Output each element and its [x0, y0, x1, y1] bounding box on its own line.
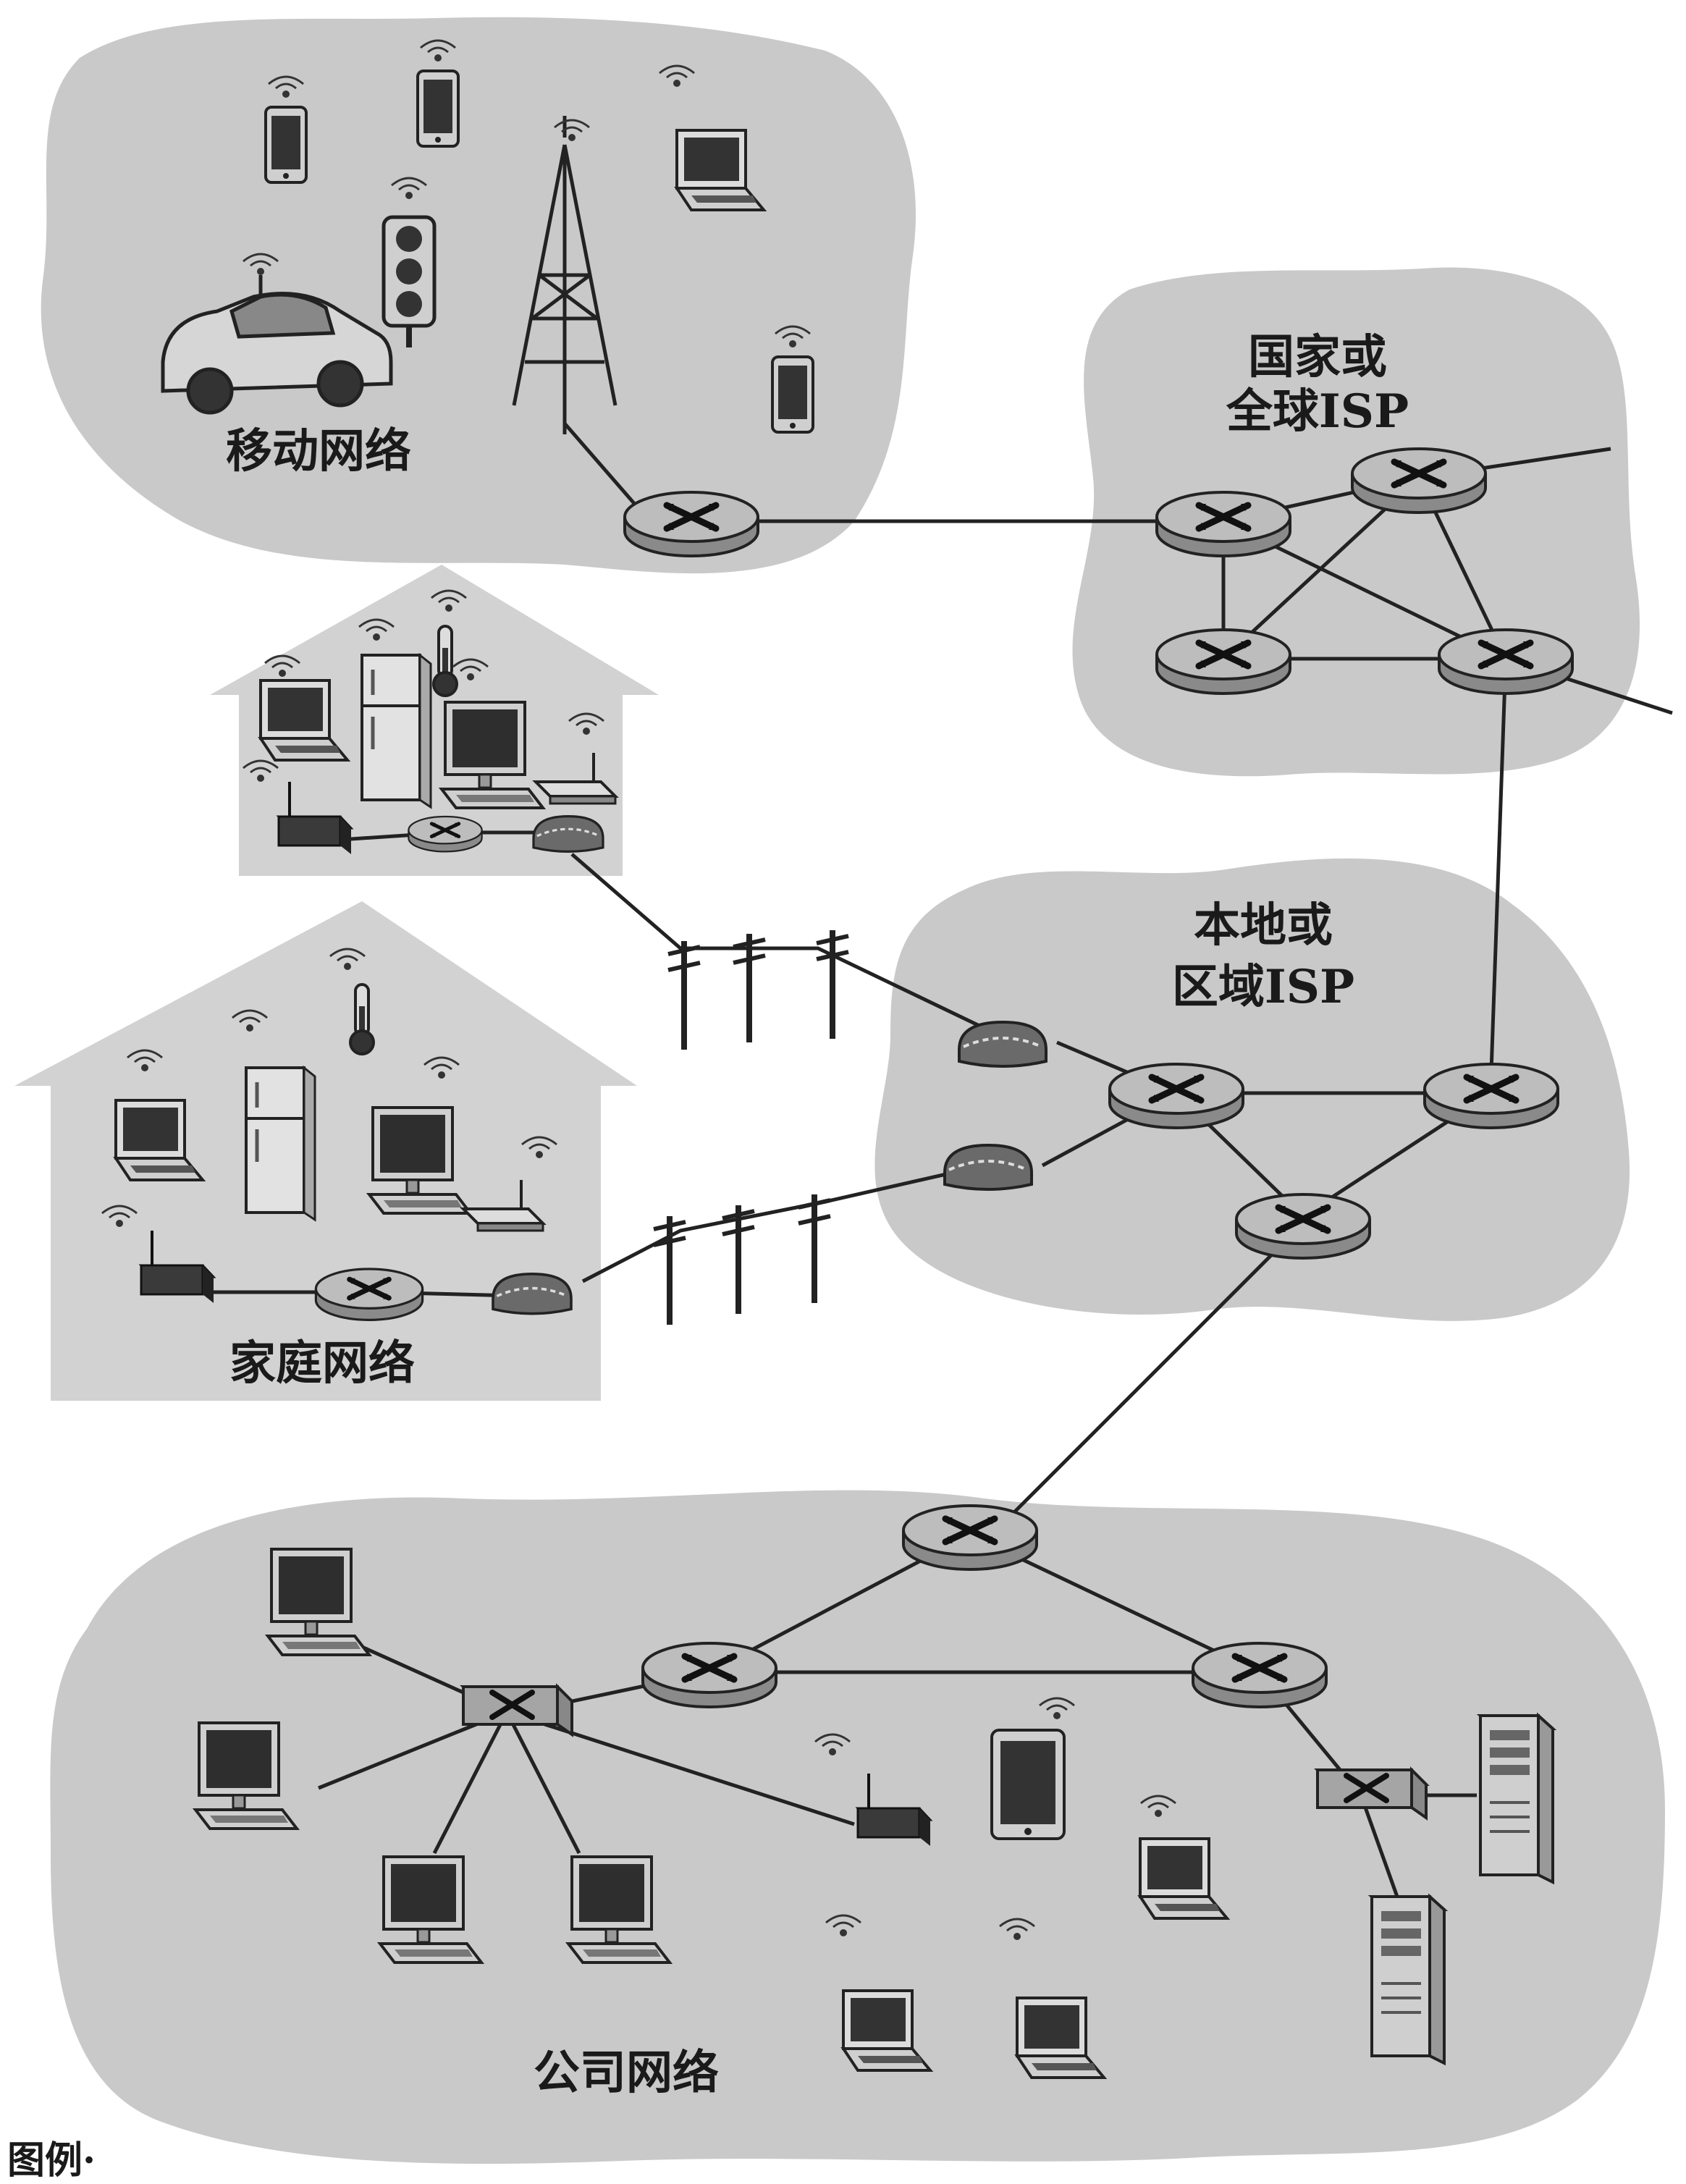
legend-title: 图例·: [7, 2138, 96, 2181]
traffic-light-icon: [382, 215, 437, 347]
mobile-network-cloud: [41, 17, 916, 574]
regional-isp-router-icon: [1236, 1194, 1370, 1258]
national-isp-router-icon: [1439, 630, 1572, 693]
regional-isp-label-line2: 区域ISP: [1172, 960, 1354, 1014]
regional-isp-router-icon: [1425, 1064, 1558, 1128]
home-router-icon: [408, 817, 481, 851]
regional-isp-label-line1: 本地或: [1194, 898, 1333, 953]
enterprise-router-icon: [1193, 1643, 1326, 1707]
national-isp-label-line1: 国家或: [1248, 330, 1387, 384]
fridge-icon: [246, 1068, 315, 1220]
national-isp-router-icon: [1157, 492, 1290, 556]
utility-pole-icon: [798, 1194, 830, 1303]
modem-icon: [943, 1144, 1033, 1191]
national-isp-label-line2: 全球ISP: [1226, 384, 1409, 439]
utility-pole-icon: [668, 941, 700, 1050]
modem-icon: [958, 1021, 1048, 1068]
mobile-network-label: 移动网络: [226, 424, 411, 478]
utility-pole-icon: [817, 930, 848, 1039]
regional-isp-router-icon: [1110, 1064, 1243, 1128]
national-isp-router-icon: [1352, 449, 1485, 513]
smartphone-icon: [264, 106, 308, 184]
car-icon: [161, 275, 393, 415]
tablet-icon: [990, 1729, 1066, 1840]
cell-tower-icon: [512, 116, 618, 434]
home-network-house-lower: [14, 901, 637, 1401]
smartphone-icon: [416, 69, 460, 148]
enterprise-network-label: 公司网络: [534, 2046, 719, 2100]
smartphone-icon: [771, 355, 814, 434]
mobile-gateway-router-icon: [625, 492, 758, 556]
enterprise-router-icon: [903, 1506, 1037, 1569]
cable-modem-icon: [492, 1273, 573, 1315]
fridge-icon: [362, 655, 431, 807]
cable-modem-icon: [532, 814, 604, 853]
national-isp-router-icon: [1157, 630, 1290, 693]
server-icon: [1370, 1895, 1446, 2065]
regional-isp-cloud: [874, 858, 1630, 1321]
enterprise-router-icon: [643, 1643, 776, 1707]
home-network-label: 家庭网络: [229, 1336, 415, 1391]
home-router-icon: [316, 1269, 422, 1320]
server-icon: [1479, 1714, 1554, 1884]
home-network-house-upper: [210, 565, 659, 876]
